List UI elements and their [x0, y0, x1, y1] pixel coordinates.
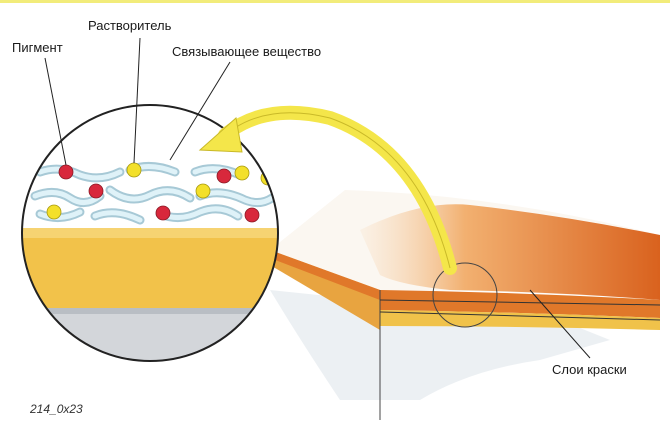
- curved-arrow-outline: [224, 112, 451, 269]
- panel-edge-left: [270, 250, 380, 330]
- label-paint-layers: Слои краски: [552, 362, 627, 377]
- pigment-dot: [244, 207, 260, 223]
- top-border: [0, 0, 670, 3]
- curved-arrow-head: [198, 117, 243, 153]
- pigment-dot: [155, 205, 171, 221]
- label-solvent: Растворитель: [88, 18, 172, 33]
- leader-paint-layers: [529, 289, 591, 359]
- leader-solvent: [133, 37, 141, 164]
- solvent-dot: [195, 183, 211, 199]
- panel-edge-layer-top: [270, 250, 380, 300]
- leader-binder: [169, 61, 231, 161]
- solvent-dot: [126, 162, 142, 178]
- panel-edge-layer-paint: [380, 290, 660, 318]
- base-layer: [22, 228, 278, 308]
- magnify-circle-small: [432, 262, 498, 328]
- magnify-circle-large: [21, 104, 279, 362]
- pigment-dot: [216, 168, 232, 184]
- solvent-dot: [46, 204, 62, 220]
- label-pigment: Пигмент: [12, 40, 63, 55]
- panel-edge-layer-primer: [380, 310, 660, 330]
- pigment-dot: [88, 183, 104, 199]
- layer-line-2: [379, 311, 661, 321]
- layer-line-1: [379, 299, 661, 306]
- figure-code: 214_0x23: [30, 402, 83, 416]
- solvent-dot: [234, 165, 250, 181]
- magnified-view: [22, 105, 278, 361]
- leader-pigment: [44, 57, 67, 166]
- pigment-dot: [58, 164, 74, 180]
- label-binder: Связывающее вещество: [172, 44, 322, 59]
- substrate-layer: [22, 308, 278, 361]
